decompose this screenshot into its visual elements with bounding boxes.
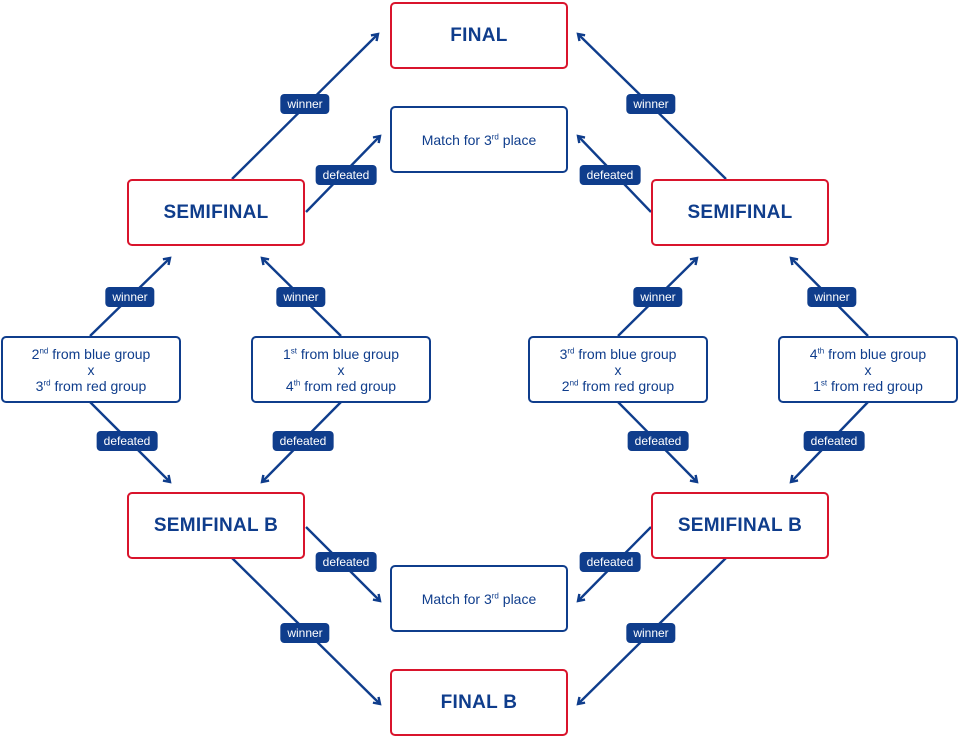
winner-tag: winner: [276, 287, 326, 307]
match-box-3: 3rd from blue group x 2nd from red group: [528, 336, 708, 403]
defeated-tag: defeated: [579, 165, 641, 185]
third-place-label: Match for 3rd place: [421, 590, 537, 607]
winner-tag: winner: [105, 287, 155, 307]
match-line-2: 4th from red group: [285, 377, 397, 394]
defeated-tag: defeated: [315, 552, 377, 572]
match-vs: x: [337, 361, 345, 378]
match-line-1: 4th from blue group: [809, 345, 927, 362]
winner-tag: winner: [280, 623, 330, 643]
defeated-tag: defeated: [96, 431, 158, 451]
final-b-label: FINAL B: [440, 691, 518, 713]
match-line-1: 2nd from blue group: [31, 345, 151, 362]
match-line-2: 3rd from red group: [35, 377, 147, 394]
final-label: FINAL: [450, 24, 508, 46]
match-box-4: 4th from blue group x 1st from red group: [778, 336, 958, 403]
defeated-tag: defeated: [627, 431, 689, 451]
winner-tag: winner: [280, 94, 330, 114]
defeated-tag: defeated: [803, 431, 865, 451]
match-vs: x: [87, 361, 95, 378]
defeated-tag: defeated: [272, 431, 334, 451]
third-place-top-box: Match for 3rd place: [390, 106, 568, 173]
match-box-2: 1st from blue group x 4th from red group: [251, 336, 431, 403]
semifinal-label: SEMIFINAL: [163, 201, 269, 223]
winner-tag: winner: [633, 287, 683, 307]
semifinal-b-label: SEMIFINAL B: [153, 514, 279, 536]
match-line-2: 2nd from red group: [561, 377, 675, 394]
winner-tag: winner: [626, 94, 676, 114]
semifinal-b-left-box: SEMIFINAL B: [127, 492, 305, 559]
final-box: FINAL: [390, 2, 568, 69]
final-b-box: FINAL B: [390, 669, 568, 736]
match-line-1: 3rd from blue group: [559, 345, 677, 362]
semifinal-right-box: SEMIFINAL: [651, 179, 829, 246]
defeated-tag: defeated: [579, 552, 641, 572]
winner-tag: winner: [807, 287, 857, 307]
match-vs: x: [614, 361, 622, 378]
defeated-tag: defeated: [315, 165, 377, 185]
match-line-2: 1st from red group: [813, 377, 923, 394]
semifinal-b-label: SEMIFINAL B: [677, 514, 803, 536]
match-line-1: 1st from blue group: [283, 345, 399, 362]
semifinal-label: SEMIFINAL: [687, 201, 793, 223]
match-box-1: 2nd from blue group x 3rd from red group: [1, 336, 181, 403]
third-place-label: Match for 3rd place: [421, 131, 537, 148]
semifinal-b-right-box: SEMIFINAL B: [651, 492, 829, 559]
match-vs: x: [864, 361, 872, 378]
semifinal-left-box: SEMIFINAL: [127, 179, 305, 246]
third-place-bottom-box: Match for 3rd place: [390, 565, 568, 632]
winner-tag: winner: [626, 623, 676, 643]
